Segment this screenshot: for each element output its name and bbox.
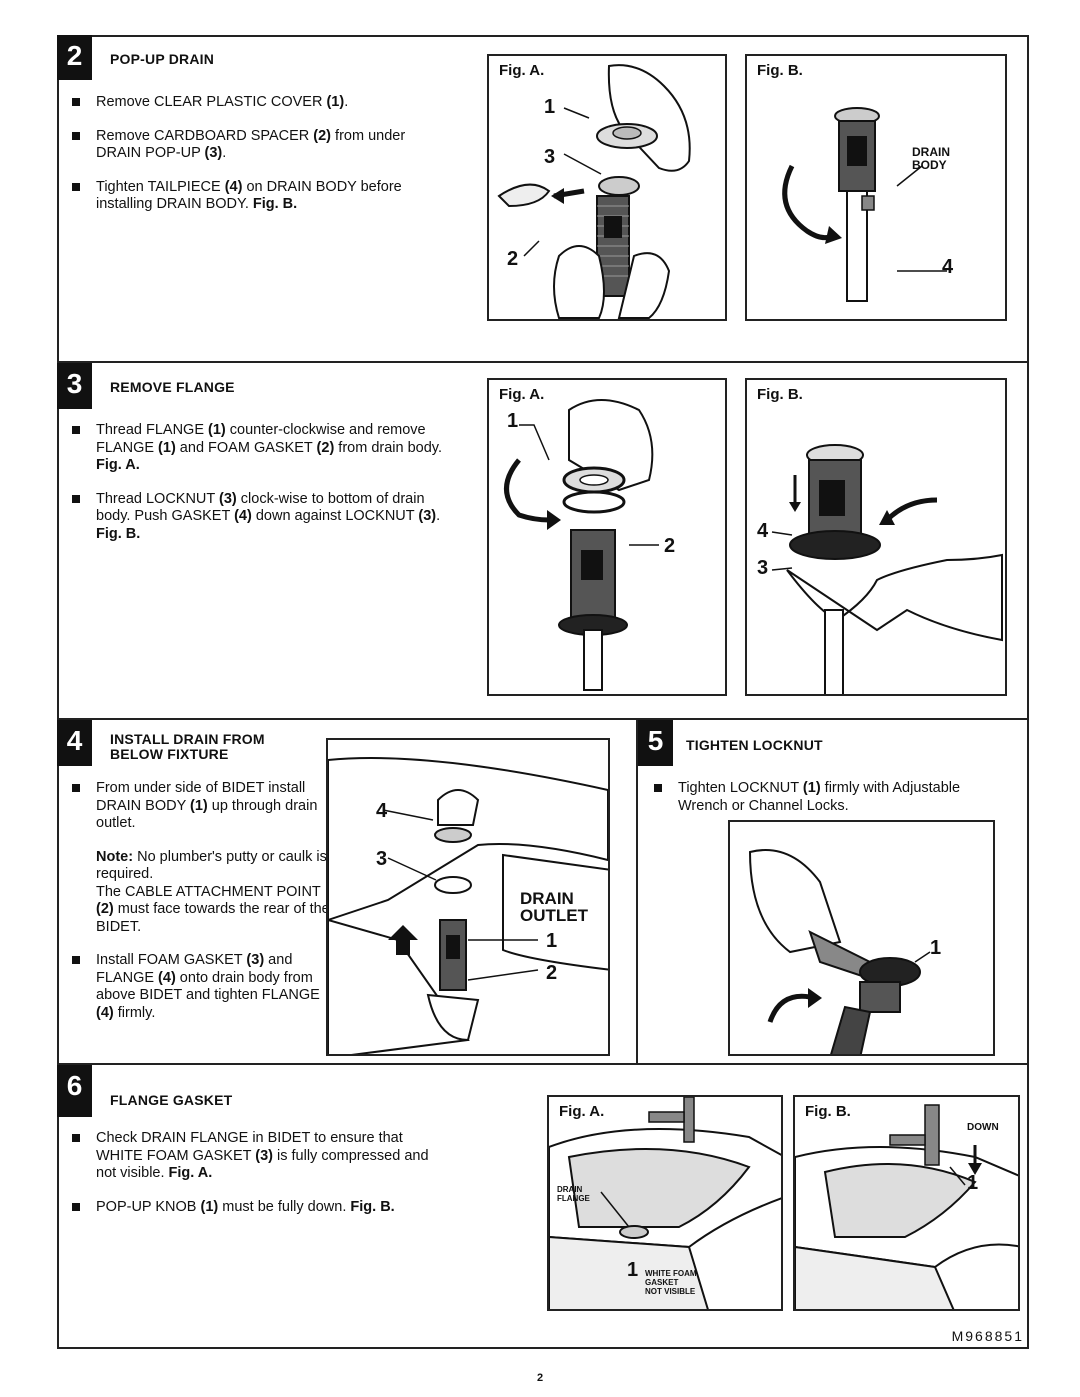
step-heading: FLANGE GASKET (110, 1092, 233, 1108)
step-number: 2 (57, 35, 92, 80)
bidet-install-illustration (328, 757, 608, 1054)
step-instructions: From under side of BIDET install DRAIN B… (70, 780, 332, 1038)
figure-a: Fig. A. 1 2 (487, 378, 727, 696)
page-frame (57, 35, 1029, 1349)
figure-a: Fig. A. 1 3 2 (487, 54, 727, 321)
wrench-illustration (748, 849, 931, 1054)
figure-label: Fig. A. (499, 62, 545, 79)
callout: 3 (376, 848, 388, 870)
step-instructions: Tighten LOCKNUT (1) firmly with Adjustab… (652, 780, 1012, 831)
label-down: DOWN (967, 1122, 999, 1133)
callout: 4 (376, 800, 388, 822)
divider-2-3 (57, 361, 1029, 363)
instruction-bullet: Install FOAM GASKET (3) and FLANGE (4) o… (70, 952, 332, 1022)
instruction-bullet: Tighten LOCKNUT (1) firmly with Adjustab… (652, 780, 1012, 815)
callout: 2 (664, 535, 676, 557)
figure-label: Fig. A. (559, 1103, 605, 1120)
step-heading: POP-UP DRAIN (110, 51, 215, 67)
step-number: 4 (57, 720, 92, 766)
instruction-bullet: Thread LOCKNUT (3) clock-wise to bottom … (70, 491, 450, 544)
document-id: M968851 (951, 1328, 1024, 1344)
figure-label: Fig. B. (757, 386, 803, 403)
callout: 1 (967, 1172, 979, 1194)
flange-removal-illustration (504, 399, 659, 691)
figure-b: Fig. B. 4 3 (745, 378, 1007, 696)
page-number: 2 (536, 1372, 544, 1384)
callout: 4 (942, 256, 954, 278)
step-number: 5 (638, 720, 673, 766)
divider-4-5 (636, 718, 638, 1064)
callout: 1 (544, 96, 556, 118)
callout: 1 (507, 410, 519, 432)
figure-label: Fig. B. (805, 1103, 851, 1120)
note: Note: No plumber's putty or caulk is req… (96, 848, 330, 935)
step-number: 3 (57, 363, 92, 409)
drain-body-illustration (782, 107, 947, 302)
instruction-bullet: POP-UP KNOB (1) must be fully down. Fig.… (70, 1199, 450, 1217)
instruction-bullet: Remove CARDBOARD SPACER (2) from under D… (70, 128, 450, 163)
callout: 1 (930, 937, 942, 959)
instruction-bullet: Check DRAIN FLANGE in BIDET to ensure th… (70, 1130, 450, 1183)
instruction-bullet: From under side of BIDET install DRAIN B… (70, 780, 332, 833)
drain-popup-illustration (497, 64, 691, 319)
divider-45-6 (57, 1063, 1029, 1065)
popup-knob-illustration (795, 1104, 1018, 1309)
step-heading: REMOVE FLANGE (110, 379, 235, 395)
instruction-bullet: Thread FLANGE (1) counter-clockwise and … (70, 422, 450, 475)
step-heading: TIGHTEN LOCKNUT (686, 737, 823, 753)
callout: 1 (627, 1259, 639, 1281)
figure-label: Fig. A. (499, 386, 545, 403)
callout: 4 (757, 520, 769, 542)
locknut-gasket-illustration (771, 444, 1003, 694)
step-number: 6 (57, 1065, 92, 1117)
drain-flange-check-illustration (549, 1097, 781, 1309)
instruction-bullet: Tighten TAILPIECE (4) on DRAIN BODY befo… (70, 179, 450, 214)
callout: 3 (757, 557, 769, 579)
callout: 2 (507, 248, 519, 270)
callout: 2 (546, 962, 558, 984)
callout: 3 (544, 146, 556, 168)
divider-3-4 (57, 718, 1029, 720)
step-instructions: Check DRAIN FLANGE in BIDET to ensure th… (70, 1130, 450, 1232)
step-instructions: Thread FLANGE (1) counter-clockwise and … (70, 422, 450, 559)
figure-b: Fig. B. DOWN 1 (793, 1095, 1020, 1311)
figure-tighten-locknut: 1 (728, 820, 995, 1056)
instruction-bullet: Remove CLEAR PLASTIC COVER (1). (70, 94, 450, 112)
step-instructions: Remove CLEAR PLASTIC COVER (1). Remove CA… (70, 94, 450, 230)
callout: 1 (546, 930, 558, 952)
figure-label: Fig. B. (757, 62, 803, 79)
